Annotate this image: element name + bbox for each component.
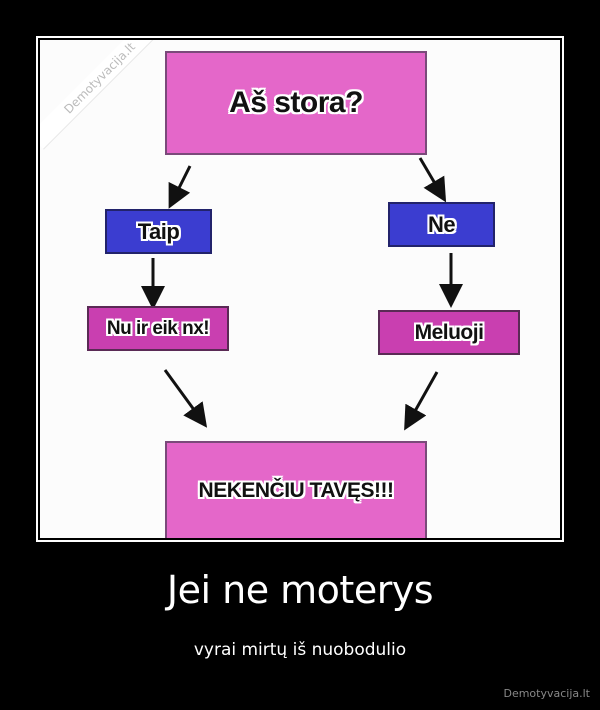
arrow-yes-to-final-icon xyxy=(163,369,208,428)
no-text: Ne xyxy=(427,211,456,237)
yes-box: Taip xyxy=(105,209,212,254)
arrow-to-yes-icon xyxy=(168,165,192,209)
site-watermark: Demotyvacija.lt xyxy=(503,687,590,700)
yes-result-text: Nu ir eik nx! xyxy=(106,317,210,339)
poster-title: Jei ne moterys xyxy=(166,568,434,612)
no-result-box: Meluoji xyxy=(378,310,520,355)
no-box: Ne xyxy=(388,202,495,247)
flowchart-image: Demotyvacija.lt Aš stora? Taip Ne Nu ir … xyxy=(40,40,560,538)
flowchart-arrows xyxy=(141,157,463,431)
yes-result-box: Nu ir eik nx! xyxy=(87,306,229,351)
arrow-to-no-icon xyxy=(418,157,447,203)
final-box: NEKENČIU TAVĘS!!! xyxy=(165,441,427,538)
arrow-no-to-final-icon xyxy=(404,371,439,431)
poster-frame xyxy=(36,36,564,542)
final-text: NEKENČIU TAVĘS!!! xyxy=(198,479,394,502)
yes-text: Taip xyxy=(137,218,180,244)
no-result-text: Meluoji xyxy=(414,320,484,344)
poster-subtitle: vyrai mirtų iš nuobodulio xyxy=(193,640,407,660)
question-text: Aš stora? xyxy=(229,86,363,119)
question-box: Aš stora? xyxy=(165,51,427,155)
